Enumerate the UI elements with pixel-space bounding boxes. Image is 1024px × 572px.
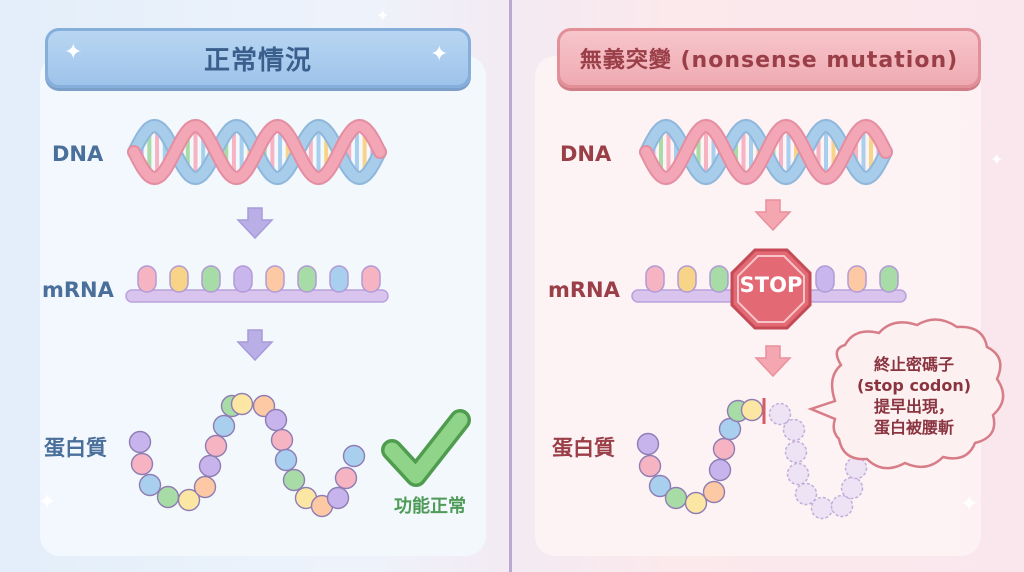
codon	[329, 265, 349, 293]
sparkle-icon: ✦	[430, 42, 449, 67]
stop-codon-note: 終止密碼子 (stop codon) 提早出現， 蛋白被腰斬	[836, 354, 992, 438]
amino-acid-bead	[840, 476, 864, 500]
amino-acid-bead	[342, 444, 366, 468]
codon	[137, 265, 157, 293]
stop-sign-label: STOP	[739, 273, 803, 297]
amino-acid-bead	[264, 408, 288, 432]
sparkle-icon: ✦	[38, 490, 57, 515]
mrna-strand-icon	[125, 265, 389, 303]
codon	[201, 265, 221, 293]
amino-acid-bead	[830, 494, 854, 518]
amino-acid-bead	[708, 458, 732, 482]
amino-acid-bead	[230, 392, 254, 416]
codon	[169, 265, 189, 293]
codon	[879, 265, 899, 293]
amino-acid-bead	[138, 473, 162, 497]
mutation-title: 無義突變 (nonsense mutation)	[557, 28, 981, 88]
amino-acid-bead	[334, 466, 358, 490]
note-line: (stop codon)	[856, 376, 972, 395]
amino-acid-bead	[684, 491, 708, 515]
amino-acid-bead	[740, 398, 764, 422]
amino-acid-bead	[702, 480, 726, 504]
amino-acid-bead	[193, 475, 217, 499]
codon	[847, 265, 867, 293]
amino-acid-bead	[844, 456, 868, 480]
amino-acid-bead	[664, 486, 688, 510]
amino-acid-bead	[156, 485, 180, 509]
amino-acid-bead	[712, 437, 736, 461]
codon	[677, 265, 697, 293]
amino-acid-bead	[648, 474, 672, 498]
codon	[265, 265, 285, 293]
amino-acid-bead	[204, 434, 228, 458]
arrow-down-icon	[236, 207, 274, 240]
checkmark-icon	[381, 409, 471, 487]
amino-acid-bead	[768, 402, 792, 426]
sparkle-icon: ✦	[64, 40, 83, 65]
codon	[233, 265, 253, 293]
amino-acid-bead	[784, 440, 808, 464]
function-normal-label: 功能正常	[394, 496, 466, 517]
dna-helix-icon	[127, 118, 387, 186]
speech-cloud-icon	[807, 318, 1005, 470]
note-line: 蛋白被腰斬	[873, 418, 954, 437]
note-line: 終止密碼子	[873, 355, 954, 374]
protein-chain-icon	[128, 392, 366, 518]
amino-acid-bead	[786, 462, 810, 486]
dna-label: DNA	[52, 142, 104, 166]
panel-divider	[509, 0, 512, 572]
dna-strand	[641, 120, 891, 184]
codon	[361, 265, 381, 293]
amino-acid-bead	[198, 454, 222, 478]
mrna-label: mRNA	[42, 278, 114, 302]
protein-chain-icon	[636, 398, 868, 520]
stop-sign-icon	[730, 248, 812, 330]
amino-acid-bead	[274, 448, 298, 472]
amino-acid-bead	[638, 454, 662, 478]
codon	[297, 265, 317, 293]
amino-acid-bead	[782, 418, 806, 442]
amino-acid-bead	[636, 432, 660, 456]
amino-acid-bead	[810, 496, 834, 520]
dna-label: DNA	[560, 142, 612, 166]
codon	[815, 265, 835, 293]
mrna-label: mRNA	[548, 278, 620, 302]
amino-acid-bead	[794, 482, 818, 506]
sparkle-icon: ✦	[990, 150, 1004, 169]
normal-title: 正常情況	[45, 28, 471, 88]
amino-acid-bead	[326, 486, 350, 510]
arrow-down-icon	[754, 199, 792, 232]
amino-acid-bead	[270, 428, 294, 452]
arrow-down-icon	[754, 345, 792, 378]
sparkle-icon: ✦	[960, 492, 979, 517]
arrow-down-icon	[236, 329, 274, 362]
protein-label: 蛋白質	[552, 436, 615, 460]
amino-acid-bead	[128, 430, 152, 454]
amino-acid-bead	[130, 452, 154, 476]
dna-helix-icon	[639, 118, 893, 186]
sparkle-icon: ✦	[376, 6, 390, 25]
note-line: 提早出現，	[873, 397, 954, 416]
amino-acid-bead	[282, 468, 306, 492]
amino-acid-bead	[177, 488, 201, 512]
dna-strand	[129, 120, 385, 184]
protein-label: 蛋白質	[44, 436, 107, 460]
codon	[709, 265, 729, 293]
amino-acid-bead	[212, 414, 236, 438]
codon	[645, 265, 665, 293]
